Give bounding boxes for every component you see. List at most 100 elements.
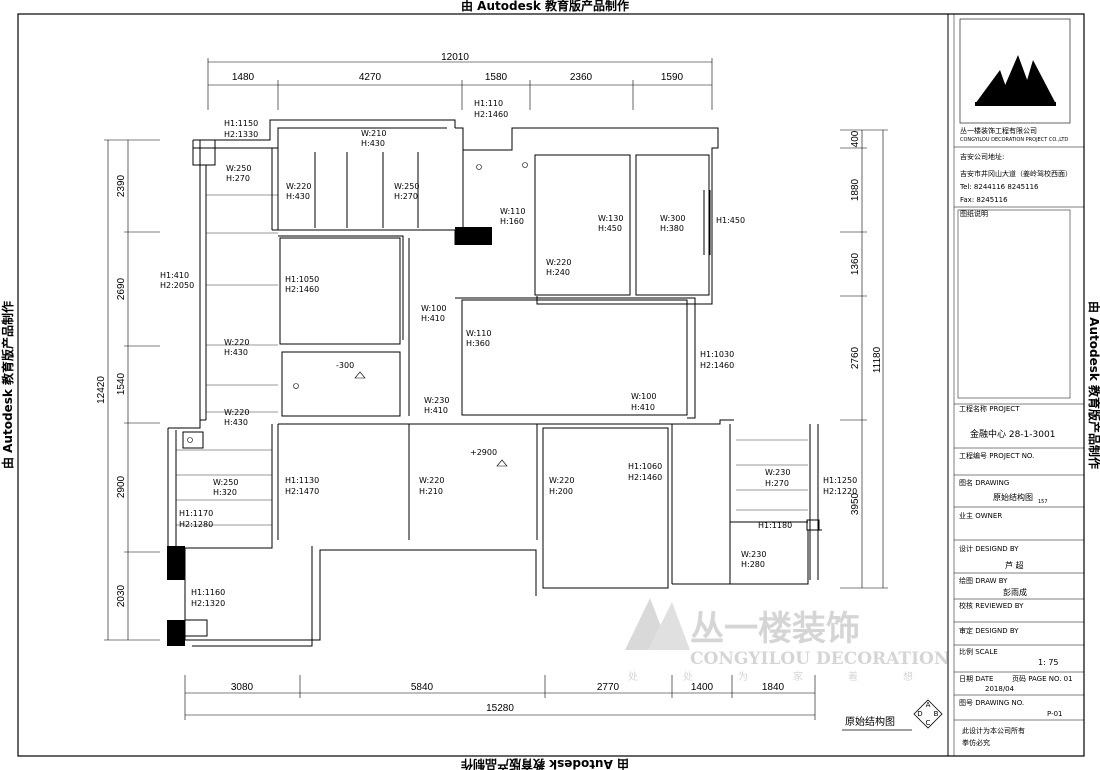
svg-text:芦 超: 芦 超 — [1005, 560, 1024, 570]
annotation: H:430 — [361, 139, 385, 148]
svg-text:CONGYILOU DECORATION PROJECT C: CONGYILOU DECORATION PROJECT CO.,LTD — [960, 137, 1068, 143]
annotation: H:210 — [419, 487, 443, 496]
svg-text:业主 OWNER: 业主 OWNER — [959, 511, 1002, 520]
annotations: H1:1150 H2:1330 W:210 H:430 H1:110 H2:14… — [160, 99, 857, 608]
dim-left-1: 2390 — [116, 174, 127, 197]
svg-text:拳仿必究: 拳仿必究 — [962, 738, 990, 747]
annotation: W:230 — [741, 550, 766, 559]
dim-bottom-3: 2770 — [597, 682, 620, 693]
dim-bottom-5: 1840 — [762, 682, 785, 693]
svg-text:图号 DRAWING NO.: 图号 DRAWING NO. — [959, 699, 1024, 707]
annotation: H2:1330 — [224, 130, 258, 139]
annotation: H2:1280 — [179, 520, 213, 529]
annotation: W:110 — [500, 207, 525, 216]
dim-top-3: 1580 — [485, 72, 508, 83]
annotation: H:320 — [213, 488, 237, 497]
svg-text:处: 处 — [628, 671, 638, 683]
compass-icon: A B C D — [913, 699, 943, 729]
annotation: H2:2050 — [160, 281, 194, 290]
dim-top-4: 2360 — [570, 72, 593, 83]
watermark-top: 由 Autodesk 教育版产品制作 — [461, 0, 629, 13]
svg-text:吉安公司地址:: 吉安公司地址: — [960, 152, 1004, 161]
svg-text:丛一楼装饰: 丛一楼装饰 — [690, 609, 860, 649]
column-block — [455, 227, 492, 245]
annotation: -300 — [336, 361, 354, 370]
annotation: W:130 — [598, 214, 623, 223]
dim-bottom-1: 3080 — [231, 682, 254, 693]
annotation: W:300 — [660, 214, 685, 223]
annotation: W:250 — [394, 182, 419, 191]
level-markers — [187, 162, 528, 467]
annotation: W:110 — [466, 329, 491, 338]
dim-left-total: 12420 — [96, 376, 107, 404]
annotation: W:100 — [421, 304, 446, 313]
annotation: H2:1470 — [285, 487, 319, 496]
svg-text:C: C — [926, 719, 931, 727]
annotation: H:430 — [224, 348, 248, 357]
dim-left-4: 2900 — [116, 475, 127, 498]
svg-text:家: 家 — [793, 670, 803, 683]
svg-text:此设计为本公司所有: 此设计为本公司所有 — [962, 726, 1025, 735]
svg-text:1: 75: 1: 75 — [1038, 658, 1059, 667]
dim-right-3: 1360 — [850, 252, 861, 275]
annotation: H:360 — [466, 339, 490, 348]
annotation: H1:1180 — [758, 521, 792, 530]
company-logo-icon — [975, 55, 1056, 106]
dim-right-2: 1880 — [850, 178, 861, 201]
annotation: H:410 — [631, 403, 655, 412]
dim-top-2: 4270 — [359, 72, 382, 83]
svg-text:P-01: P-01 — [1047, 710, 1063, 718]
annotation: H1:1160 — [191, 588, 225, 597]
annotation: H1:1250 — [823, 476, 857, 485]
annotation: H2:1460 — [628, 473, 662, 482]
annotation: H:200 — [549, 487, 573, 496]
dim-right-4: 2760 — [850, 346, 861, 369]
dim-left-5: 2030 — [116, 584, 127, 607]
annotation: W:230 — [424, 396, 449, 405]
svg-text:工程编号 PROJECT NO.: 工程编号 PROJECT NO. — [959, 451, 1034, 460]
dim-bottom-2: 5840 — [411, 682, 434, 693]
column-block — [167, 620, 185, 646]
svg-text:157: 157 — [1038, 499, 1048, 505]
annotation: H1:110 — [474, 99, 503, 108]
svg-text:比例 SCALE: 比例 SCALE — [959, 647, 998, 656]
annotation: H2:1460 — [285, 285, 319, 294]
watermark-left: 由 Autodesk 教育版产品制作 — [0, 301, 15, 469]
dim-top-1: 1480 — [232, 72, 255, 83]
annotation: W:250 — [213, 478, 238, 487]
annotation: H:450 — [598, 224, 622, 233]
svg-text:金融中心 28-1-3001: 金融中心 28-1-3001 — [970, 428, 1055, 440]
annotation: W:100 — [631, 392, 656, 401]
walls — [167, 119, 822, 647]
svg-text:D: D — [917, 710, 922, 718]
annotation: H:270 — [765, 479, 789, 488]
annotation: W:220 — [419, 476, 444, 485]
annotation: H:430 — [286, 192, 310, 201]
annotation: H:270 — [226, 174, 250, 183]
svg-text:设计 DESIGND BY: 设计 DESIGND BY — [959, 544, 1019, 553]
dim-bottom-total: 15280 — [486, 703, 514, 714]
title-block: 丛一楼装饰工程有限公司 CONGYILOU DECORATION PROJECT… — [947, 13, 1085, 757]
svg-text:丛一楼装饰工程有限公司: 丛一楼装饰工程有限公司 — [960, 126, 1037, 135]
svg-text:为: 为 — [738, 671, 748, 683]
svg-text:想: 想 — [903, 670, 913, 683]
annotation: W:220 — [549, 476, 574, 485]
annotation: H1:450 — [716, 216, 745, 225]
annotation: W:210 — [361, 129, 386, 138]
svg-text:工程名称 PROJECT: 工程名称 PROJECT — [959, 404, 1020, 413]
dimensions-left — [104, 139, 160, 641]
dimensions-right — [840, 129, 888, 589]
svg-text:处: 处 — [683, 671, 693, 683]
annotation: W:230 — [765, 468, 790, 477]
dim-left-3: 1540 — [116, 372, 127, 395]
dim-left-2: 2690 — [116, 277, 127, 300]
svg-text:2018/04: 2018/04 — [985, 685, 1015, 693]
annotation: H2:1460 — [700, 361, 734, 370]
svg-text:页码 PAGE NO. 01: 页码 PAGE NO. 01 — [1012, 675, 1073, 683]
annotation: H:160 — [500, 217, 524, 226]
svg-text:B: B — [934, 710, 939, 718]
dimensions-bottom — [184, 675, 816, 720]
svg-text:着: 着 — [848, 670, 858, 683]
svg-text:原始结构图: 原始结构图 — [993, 492, 1033, 502]
